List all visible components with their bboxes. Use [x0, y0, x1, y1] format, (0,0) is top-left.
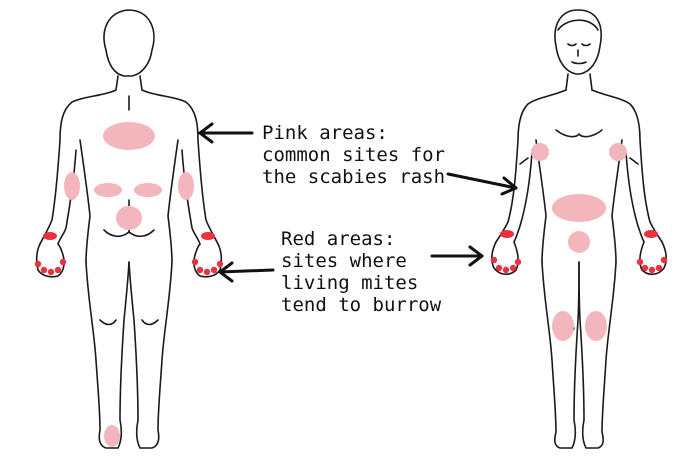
pink-heel	[104, 425, 120, 447]
pink-groin	[568, 231, 590, 253]
front-view-figure	[491, 9, 667, 449]
back-torso-outline	[39, 75, 219, 245]
pink-waist-right	[134, 183, 162, 197]
pink-armpit-right	[609, 143, 627, 161]
arrow-to-back-hand	[218, 261, 275, 283]
back-head	[103, 9, 155, 77]
red-note-line-3: living mites	[281, 272, 419, 294]
back-view-figure	[35, 9, 223, 449]
arrow-to-upper-back	[198, 122, 254, 144]
front-left-hand	[491, 241, 519, 276]
arrow-to-front-hand	[430, 245, 484, 267]
red-wrist-front-right	[644, 230, 658, 238]
pink-knee-right	[585, 311, 607, 341]
pink-note-line-3: the scabies rash	[262, 166, 446, 188]
red-areas	[34, 230, 668, 276]
pink-abdomen	[552, 194, 606, 222]
red-note-line-4: tend to burrow	[281, 294, 442, 316]
red-wrist-front-left	[500, 230, 514, 238]
front-right-hand	[639, 241, 667, 276]
red-areas-note: Red areas: sites where living mites tend…	[281, 228, 441, 316]
pink-note-line-2: common sites for	[262, 144, 446, 166]
front-head	[554, 9, 602, 75]
pink-areas	[64, 122, 627, 447]
pink-buttocks	[116, 206, 142, 230]
pink-waist-left	[94, 183, 122, 197]
pink-areas-note: Pink areas: common sites for the scabies…	[262, 122, 445, 188]
red-wrist-back-left	[43, 232, 57, 240]
pink-elbow-left	[64, 172, 80, 200]
arrow-to-front-armpit	[446, 172, 518, 196]
pink-knee-left	[552, 311, 574, 341]
pink-elbow-right	[178, 172, 194, 200]
red-note-line-2: sites where	[281, 250, 407, 272]
pink-note-line-1: Pink areas:	[262, 122, 388, 144]
pink-upper-back	[103, 122, 155, 150]
red-note-line-1: Red areas:	[281, 228, 396, 250]
pink-armpit-left	[531, 143, 549, 161]
red-wrist-back-right	[201, 232, 215, 240]
